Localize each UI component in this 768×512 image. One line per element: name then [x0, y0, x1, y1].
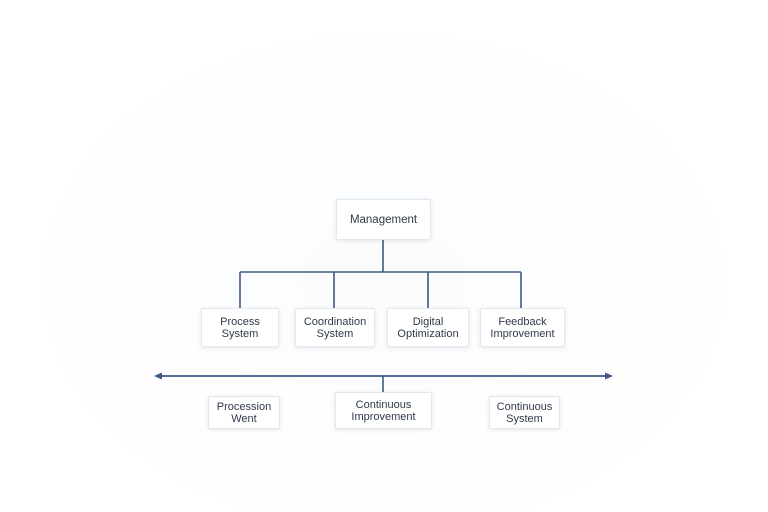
node-label-line2: Optimization [397, 327, 459, 340]
node-label-line2: Went [231, 412, 257, 425]
node-label-line1: Digital [412, 315, 444, 328]
node-label-line2: Improvement [490, 327, 555, 340]
node-process-system: Process System [201, 308, 279, 347]
node-digital-optimization: Digital Optimization [387, 308, 469, 347]
node-continuous-improvement: Continuous Improvement [335, 392, 432, 429]
node-label-line1: Process [220, 315, 260, 328]
node-management: Management [336, 199, 431, 240]
node-label-line1: Procession [216, 400, 272, 413]
node-procession-went: Procession Went [208, 396, 280, 429]
node-label-line2: System [506, 412, 543, 425]
node-label-line1: Coordination [303, 315, 367, 328]
node-feedback-improvement: Feedback Improvement [480, 308, 565, 347]
node-management-label: Management [349, 213, 418, 226]
node-label-line2: System [316, 327, 354, 340]
node-label-line1: Feedback [498, 315, 547, 328]
node-label-line1: Continuous [496, 400, 553, 413]
node-coordination-system: Coordination System [295, 308, 375, 347]
node-label-line2: Improvement [351, 410, 416, 423]
node-label-line1: Continuous [355, 398, 412, 411]
node-continuous-system: Continuous System [489, 396, 560, 429]
node-label-line2: System [221, 327, 259, 340]
